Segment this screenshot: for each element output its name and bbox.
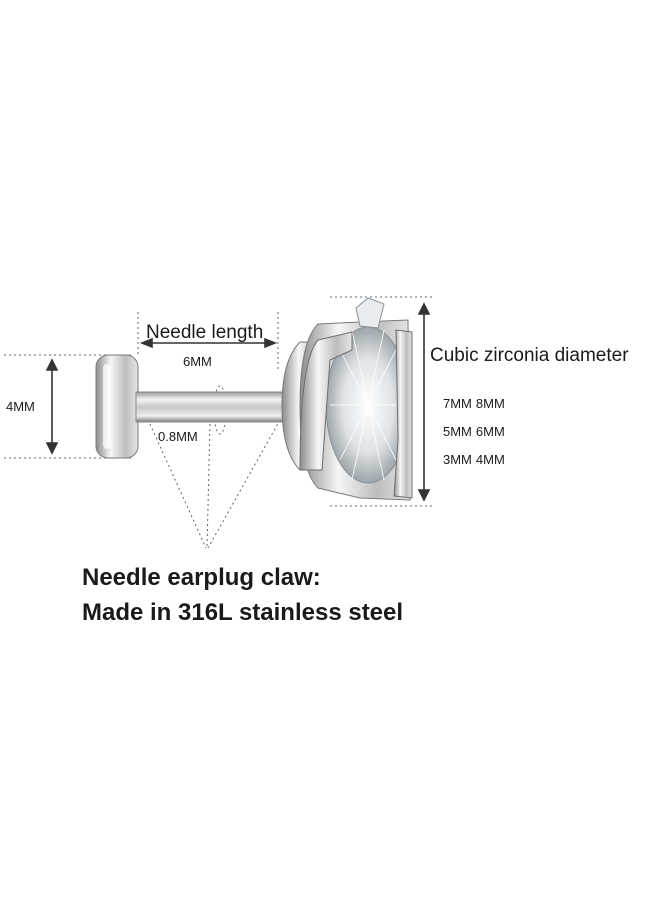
size-option: 6MM — [475, 424, 505, 439]
needle-diameter-label: 0.8MM — [158, 429, 198, 444]
dimension-arrows — [45, 302, 431, 502]
size-option: 3MM — [443, 452, 472, 467]
guide-claw-right — [207, 419, 281, 549]
needle-length-value: 6MM — [183, 354, 212, 369]
size-option: 7MM — [443, 396, 472, 411]
screw-back-disc — [95, 354, 139, 459]
needle-shaft — [135, 391, 287, 423]
size-option: 5MM — [443, 424, 472, 439]
claw-prongs — [299, 329, 413, 499]
size-option: 4MM — [475, 452, 505, 467]
head-height-label: 4MM — [6, 399, 35, 414]
stone-diameter-label: Cubic zirconia diameter — [430, 345, 629, 366]
caption-line-2: Made in 316L stainless steel — [82, 599, 404, 626]
needle-length-label: Needle length — [146, 322, 264, 343]
guide-claw-mid — [206, 423, 211, 549]
caption-line-1: Needle earplug claw: — [82, 564, 321, 591]
size-option: 8MM — [475, 396, 505, 411]
